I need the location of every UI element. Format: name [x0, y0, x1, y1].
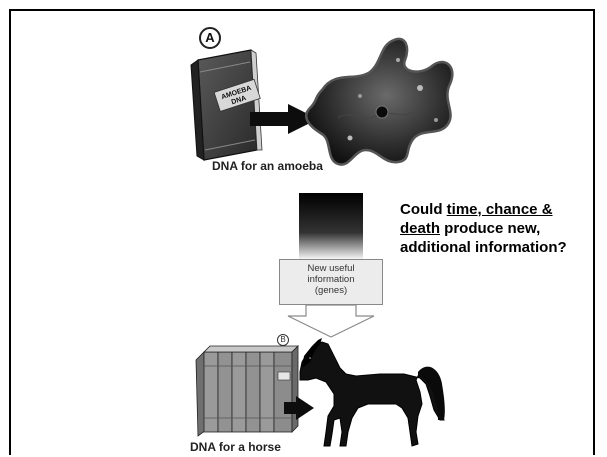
down-arrow-outline	[287, 304, 375, 338]
question-part2: produce new, additional information?	[400, 220, 567, 256]
question-part1: Could	[400, 201, 447, 218]
new-information-box: New useful information (genes)	[279, 259, 383, 305]
arrow-books-to-horse	[284, 396, 314, 420]
book-title-line2: DNA	[231, 95, 248, 106]
amoeba-dna-book: AMOEBA DNA	[190, 49, 263, 161]
panel-label-a: A	[199, 27, 221, 49]
caption-amoeba: DNA for an amoeba	[212, 159, 323, 173]
question-text: Could time, chance & death produce new, …	[400, 200, 590, 257]
info-box-line2: information	[307, 274, 355, 285]
slide-frame	[9, 9, 595, 455]
arrow-book-to-amoeba	[250, 104, 318, 134]
horse-dna-books	[195, 345, 299, 437]
information-gradient-bar	[299, 193, 363, 259]
horse	[299, 338, 445, 447]
panel-label-b: B	[277, 334, 289, 346]
info-box-line1: New useful	[307, 263, 355, 274]
amoeba	[305, 37, 454, 166]
info-box-line3: (genes)	[314, 285, 348, 296]
question-underlined: time, chance & death	[400, 201, 553, 237]
caption-horse: DNA for a horse	[190, 440, 281, 454]
